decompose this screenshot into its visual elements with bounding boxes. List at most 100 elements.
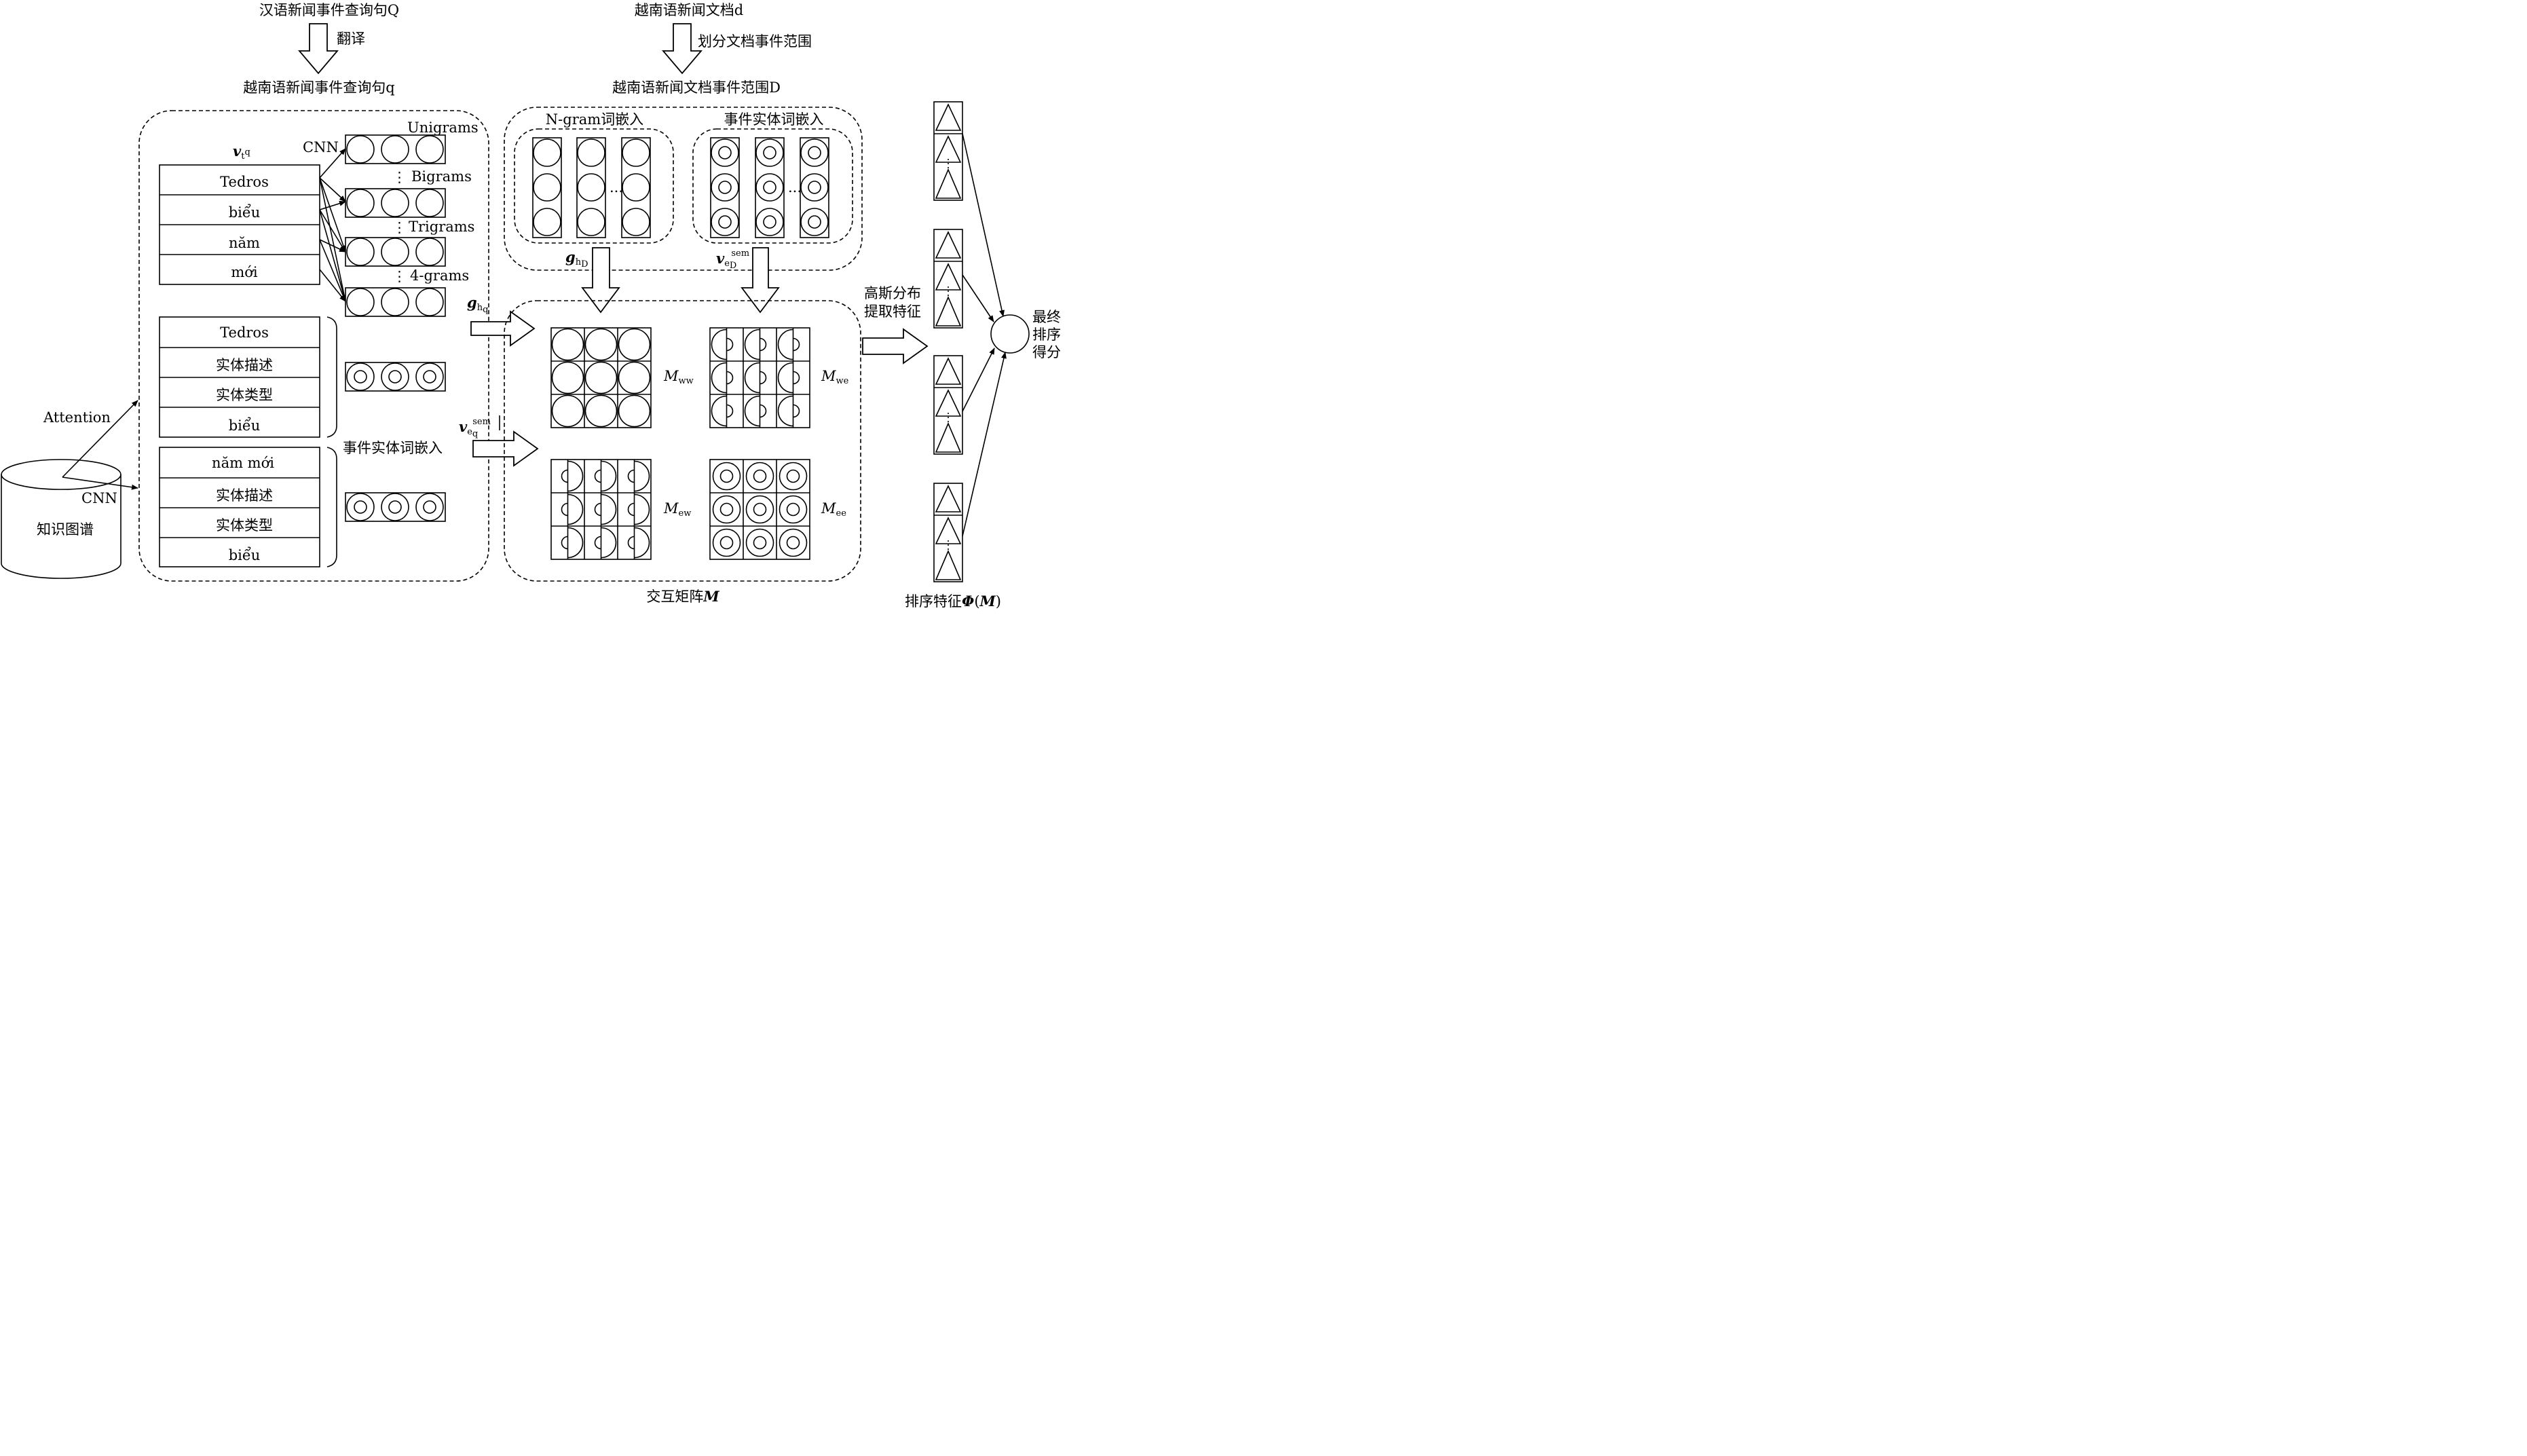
matrix-cell-half <box>594 502 601 517</box>
doc-region <box>504 107 863 271</box>
matrix-cell-half <box>744 395 760 427</box>
matrix-cell-half <box>601 493 617 525</box>
cnn-label: CNN <box>303 139 339 155</box>
matrix-cell-half <box>561 536 568 550</box>
matrix-cell-circle <box>551 328 584 361</box>
ranking-feature-caption: 排序特征Φ(M) <box>905 593 1001 610</box>
token-cell: Tedros <box>220 174 269 190</box>
column-circle <box>622 208 650 236</box>
entity-cell: 实体类型 <box>216 387 273 403</box>
ngram-feature-boxes <box>345 134 446 317</box>
matrix-cell-circle <box>551 361 584 394</box>
cnn-fan-arrows <box>319 148 348 302</box>
fan-arrow <box>319 269 346 302</box>
matrix-cell-circle <box>584 394 618 428</box>
matrix-cell-half <box>760 337 767 352</box>
matrix-cell-half <box>601 460 617 492</box>
doc-entity-embedding-label: 事件实体词嵌入 <box>724 111 824 128</box>
final-score-node <box>990 314 1030 354</box>
matrix-cell-half <box>634 527 650 559</box>
entity-cell: biểu <box>229 547 261 563</box>
matrix-cell-half <box>726 337 734 352</box>
ngram-circle <box>381 189 409 217</box>
final-score-label-3: 得分 <box>1032 344 1061 360</box>
triangle-cell <box>935 517 962 544</box>
triangle-cell <box>935 422 962 453</box>
fan-arrow <box>319 209 346 253</box>
ghD-arrow <box>581 247 620 314</box>
triangle-cell <box>935 263 962 291</box>
matrix-cell-half <box>726 404 734 418</box>
matrix-cell-half <box>561 502 568 517</box>
ngram-circle <box>415 189 444 217</box>
veq-label: veqsem <box>459 417 491 439</box>
fan-arrow <box>319 239 346 253</box>
triangle-cell <box>935 168 962 199</box>
ngram-circle <box>346 288 375 316</box>
token-table: Tedros biểu năm mới <box>159 164 320 285</box>
divide-label: 划分文档事件范围 <box>698 33 812 50</box>
token-cell: mới <box>231 264 258 280</box>
diagram-canvas: 汉语新闻事件查询句Q 翻译 越南语新闻事件查询句q 越南语新闻文档d 划分文档事… <box>1 2 1061 610</box>
matrix-label-ew: Mew <box>663 500 691 519</box>
gaussian-arrow <box>862 328 929 365</box>
ghD-label: ghD <box>565 248 588 269</box>
ngram-circle <box>415 238 444 266</box>
matrix-ww <box>550 327 652 428</box>
entity-cell: năm mới <box>212 455 274 471</box>
matrix-cell-ring-inner <box>719 469 734 483</box>
matrix-cell-circle <box>618 361 651 394</box>
translate-label: 翻译 <box>337 31 365 47</box>
ngram-circle <box>346 238 375 266</box>
matrix-cell-ring-inner <box>786 536 800 550</box>
matrix-cell-ring-inner <box>753 469 767 483</box>
matrix-label-ww: Mww <box>663 368 694 386</box>
entity-brace-1 <box>326 316 337 438</box>
matrix-cell-half <box>627 469 635 483</box>
ring-inner <box>354 500 367 514</box>
matrix-cell-circle <box>584 328 618 361</box>
final-score-label-1: 最终 <box>1032 309 1061 325</box>
matrix-cell-half <box>561 469 568 483</box>
knowledge-graph-cylinder <box>1 459 121 579</box>
column-ring-inner <box>808 181 821 194</box>
column-circle <box>577 173 605 202</box>
ngram-circle <box>381 238 409 266</box>
fan-arrow <box>319 148 346 179</box>
column-circle <box>622 138 650 167</box>
fan-arrow <box>319 177 346 253</box>
triangle-cell <box>935 295 962 326</box>
ranking-feature-columns <box>933 101 963 582</box>
column-ring-inner <box>808 215 821 229</box>
score-arrow <box>962 352 1007 537</box>
ngram-circle <box>415 288 444 316</box>
matrix-cell-half <box>711 395 727 427</box>
matrix-cell-half <box>627 502 635 517</box>
column-circle <box>577 138 605 167</box>
matrix-cell-half <box>711 329 727 360</box>
matrix-cell-half <box>567 460 584 492</box>
interaction-matrix-caption: 交互矩阵M <box>646 588 719 605</box>
entity-embedding-boxes <box>345 362 446 522</box>
column-ring-inner <box>718 146 732 160</box>
matrix-cell-half <box>777 362 793 394</box>
ngram-circle <box>381 135 409 164</box>
doc-embedding-columns <box>532 137 829 238</box>
matrix-cell-half <box>793 404 800 418</box>
entity-table-1: Tedros 实体描述 实体类型 biểu <box>159 316 320 438</box>
vertical-ellipsis: ⋮ <box>392 268 407 284</box>
doc-entity-subregion <box>692 128 853 244</box>
entity-table-2: năm mới 实体描述 实体类型 biểu <box>159 447 320 567</box>
matrix-cell-ring-inner <box>753 502 767 517</box>
attention-label: Attention <box>43 409 111 426</box>
entity-brace-2 <box>326 447 337 567</box>
doc-range-title: 越南语新闻文档事件范围D <box>612 79 781 96</box>
fourgrams-label: 4-grams <box>410 267 469 284</box>
matrix-cell-half <box>760 371 767 385</box>
score-arrow <box>962 274 994 322</box>
matrix-cell-circle <box>584 361 618 394</box>
column-ring-inner <box>763 215 776 229</box>
ngram-circle <box>415 135 444 164</box>
matrix-cell-half <box>711 362 727 394</box>
triangle-cell <box>935 549 962 580</box>
